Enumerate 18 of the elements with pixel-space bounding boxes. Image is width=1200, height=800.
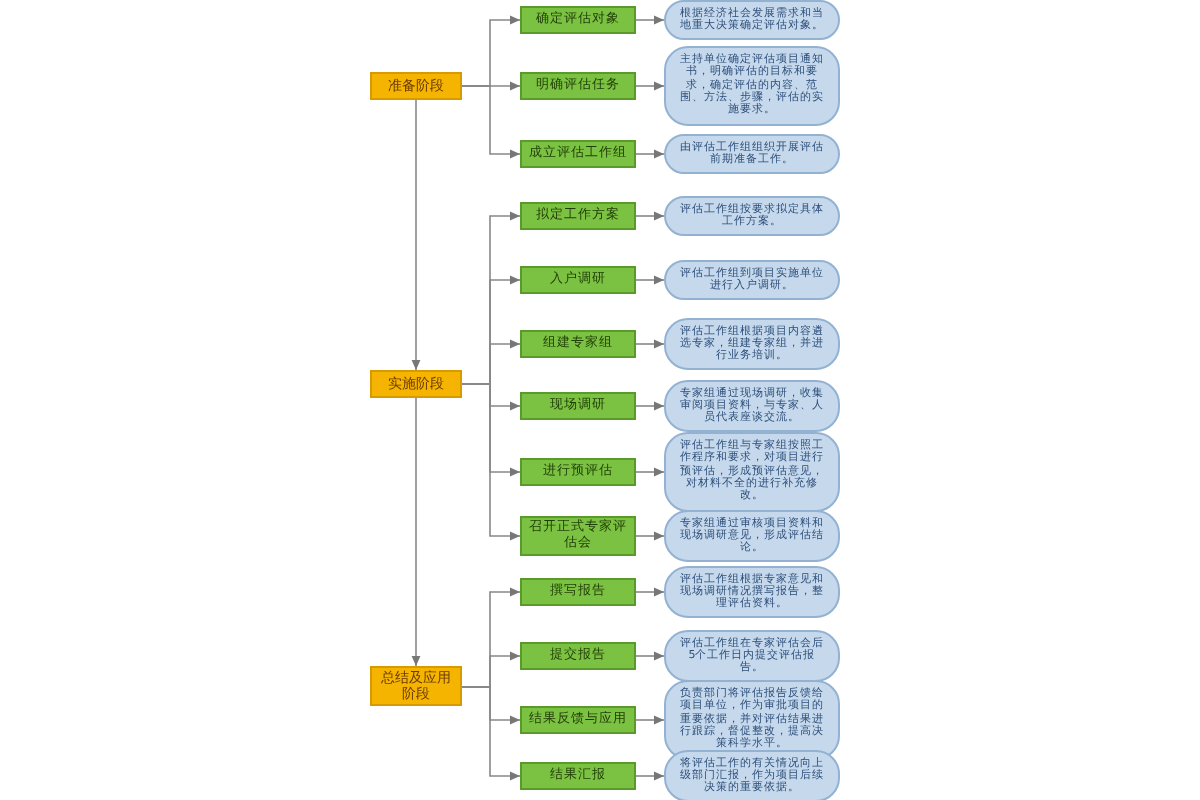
connector-arrow — [635, 149, 665, 159]
connector-arrow — [411, 99, 421, 371]
connector-arrow — [461, 85, 521, 159]
connector-arrow — [635, 401, 665, 411]
connector-arrow — [411, 397, 421, 667]
connector-arrow — [635, 467, 665, 477]
connector-arrow — [635, 339, 665, 349]
connector-arrow — [635, 771, 665, 781]
connector-arrow — [635, 651, 665, 661]
connector-arrow — [635, 531, 665, 541]
connector-arrow — [635, 587, 665, 597]
connector-arrow — [461, 686, 521, 781]
connector-arrow — [635, 15, 665, 25]
connector-arrow — [635, 211, 665, 221]
connector-arrow — [461, 383, 521, 541]
connector-arrow — [635, 275, 665, 285]
connector-arrow — [635, 715, 665, 725]
connector-arrow — [635, 81, 665, 91]
